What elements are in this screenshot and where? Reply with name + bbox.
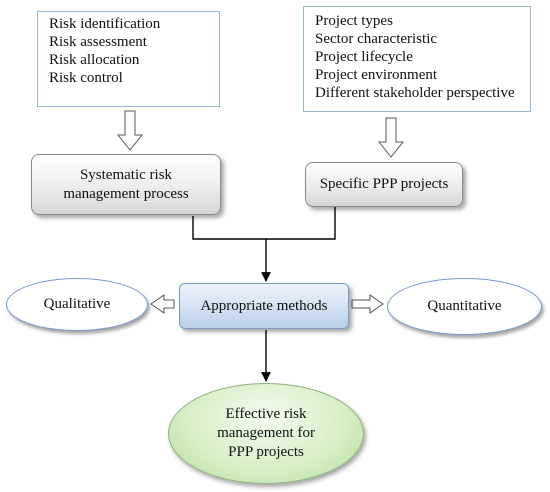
project-aspect-item: Sector characteristic xyxy=(315,31,438,47)
ppp-projects-label: Specific PPP projects xyxy=(319,176,449,192)
goal-line3: PPP projects xyxy=(228,444,304,460)
methods-label: Appropriate methods xyxy=(200,297,328,314)
goal-line1: Effective risk xyxy=(225,406,307,422)
risk-activity-item: Risk allocation xyxy=(49,52,140,68)
hollow-arrow-aspects-to-ppp xyxy=(377,117,405,158)
quantitative-ellipse: Quantitative xyxy=(387,278,542,335)
merge-line xyxy=(192,207,336,240)
risk-activity-item: Risk assessment xyxy=(49,34,147,50)
process-box-line1: Systematic risk xyxy=(79,166,173,183)
project-aspect-item: Project lifecycle xyxy=(315,49,413,65)
quantitative-label: Quantitative xyxy=(427,298,502,314)
process-box: Systematic risk management process xyxy=(31,154,221,215)
project-aspect-item: Project environment xyxy=(315,67,438,83)
qualitative-label: Qualitative xyxy=(43,296,111,312)
risk-activities-box: Risk identification Risk assessment Risk… xyxy=(37,11,220,107)
hollow-arrow-risk-to-process xyxy=(116,110,144,151)
methods-box: Appropriate methods xyxy=(179,283,349,329)
project-aspects-box: Project types Sector characteristic Proj… xyxy=(303,6,531,112)
risk-activity-item: Risk identification xyxy=(49,16,161,32)
ppp-projects-box: Specific PPP projects xyxy=(305,162,463,207)
qualitative-ellipse: Qualitative xyxy=(6,278,148,331)
goal-ellipse: Effective risk management for PPP projec… xyxy=(168,383,364,484)
project-aspect-item: Project types xyxy=(315,13,393,29)
process-box-line2: management process xyxy=(63,185,189,202)
hollow-arrow-to-qualitative xyxy=(150,294,175,314)
project-aspect-item: Different stakeholder perspective xyxy=(315,85,515,101)
goal-line2: management for xyxy=(217,425,315,441)
risk-activity-item: Risk control xyxy=(49,70,123,86)
hollow-arrow-to-quantitative xyxy=(351,294,384,314)
